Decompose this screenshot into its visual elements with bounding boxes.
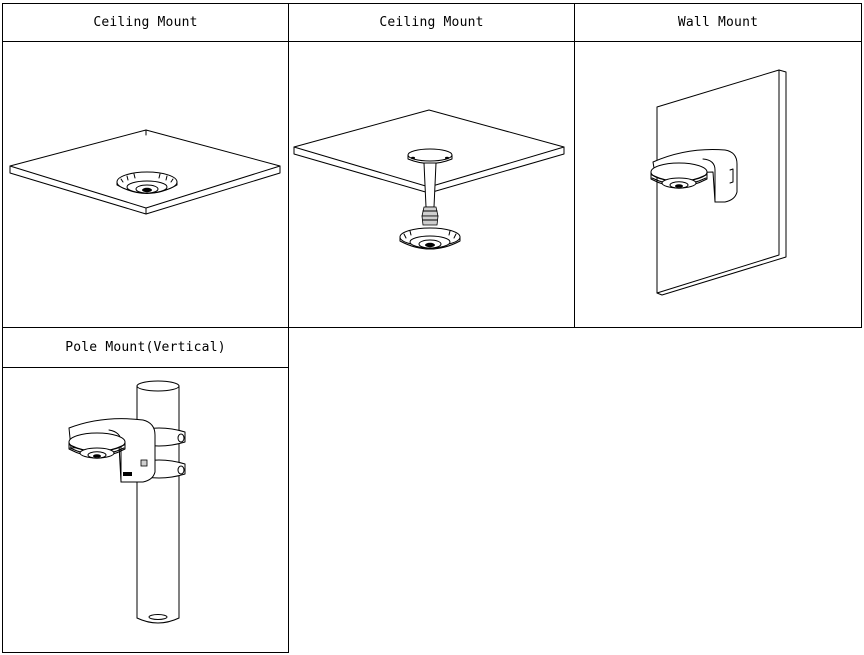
header-label: Pole Mount(Vertical) <box>65 340 226 355</box>
pole-mount-picture-cell <box>2 367 289 653</box>
wall-mount-picture-cell <box>574 41 862 328</box>
wall-mount-illustration-icon <box>650 69 787 296</box>
ceiling-mount-illustration-icon <box>9 129 281 215</box>
header-label: Ceiling Mount <box>379 15 484 30</box>
pendant-mount-picture-cell <box>288 41 575 328</box>
pole-mount-illustration-icon <box>68 380 186 624</box>
header-label: Ceiling Mount <box>93 15 198 30</box>
header-ceiling-mount-2: Ceiling Mount <box>288 3 575 42</box>
header-pole-mount-vertical: Pole Mount(Vertical) <box>2 327 289 368</box>
ceiling-mount-picture-cell <box>2 41 289 328</box>
header-ceiling-mount-1: Ceiling Mount <box>2 3 289 42</box>
header-label: Wall Mount <box>677 15 759 30</box>
pendant-ceiling-mount-illustration-icon <box>293 109 565 250</box>
header-wall-mount: Wall Mount <box>574 3 862 42</box>
